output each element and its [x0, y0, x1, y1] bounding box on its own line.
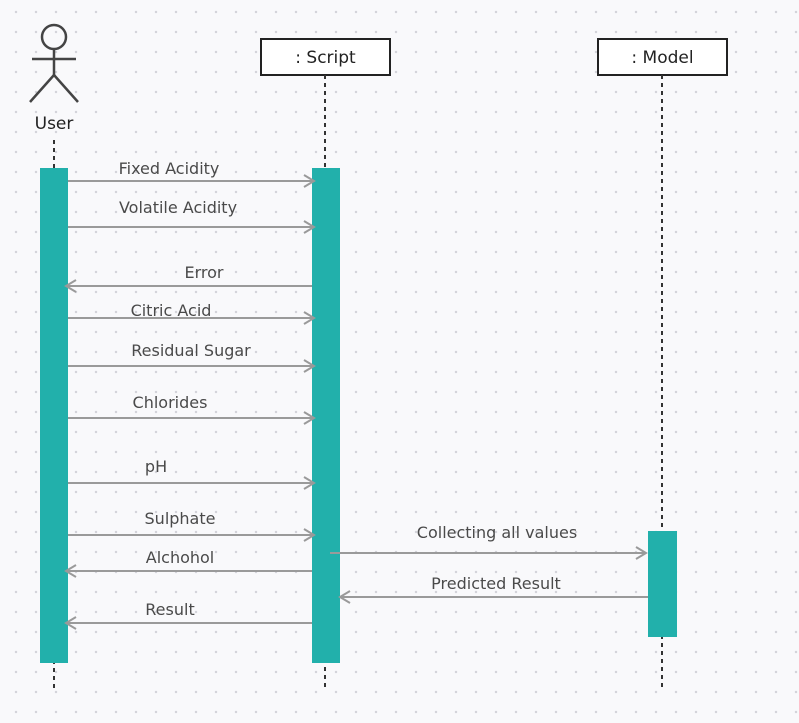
- message-volatile-acidity[interactable]: Volatile Acidity: [68, 198, 316, 234]
- message-chlorides[interactable]: Chlorides: [68, 393, 316, 425]
- actor-user-label: User: [35, 114, 74, 134]
- message-fixed-acidity[interactable]: Fixed Acidity: [68, 159, 316, 188]
- actor-head: [40, 23, 68, 51]
- message-label: pH: [145, 457, 167, 476]
- message-label: Chlorides: [133, 393, 208, 412]
- participant-model-label: : Model: [631, 48, 693, 68]
- message-label: Alchohol: [146, 548, 215, 567]
- message-error[interactable]: Error: [64, 263, 312, 293]
- message-label: Residual Sugar: [131, 341, 251, 360]
- activation-user: [40, 168, 68, 663]
- participant-script-label: : Script: [295, 48, 356, 68]
- message-predicted-result[interactable]: Predicted Result: [338, 574, 648, 604]
- message-label: Predicted Result: [431, 574, 561, 593]
- participant-script-box: [260, 38, 391, 76]
- actor-leg-left: [29, 74, 55, 103]
- participant-model-box: [597, 38, 728, 76]
- message-alchohol[interactable]: Alchohol: [64, 548, 312, 578]
- message-label: Citric Acid: [131, 301, 212, 320]
- message-label: Fixed Acidity: [119, 159, 220, 178]
- message-label: Volatile Acidity: [119, 198, 237, 217]
- message-label: Error: [185, 263, 224, 282]
- message-citric-acid[interactable]: Citric Acid: [68, 301, 316, 325]
- message-ph[interactable]: pH: [68, 457, 316, 490]
- actor-user[interactable]: User: [29, 23, 79, 134]
- message-sulphate[interactable]: Sulphate: [68, 509, 316, 542]
- participant-script[interactable]: : Script: [260, 38, 391, 76]
- message-result[interactable]: Result: [64, 600, 312, 630]
- activation-script: [312, 168, 340, 663]
- activation-model: [648, 531, 677, 637]
- actor-leg-right: [53, 74, 79, 103]
- message-collecting-all-values[interactable]: Collecting all values: [330, 523, 648, 560]
- messages: Fixed Acidity Volatile Acidity Error Cit…: [64, 159, 648, 630]
- message-residual-sugar[interactable]: Residual Sugar: [68, 341, 316, 373]
- message-label: Result: [145, 600, 194, 619]
- participant-model[interactable]: : Model: [597, 38, 728, 76]
- message-label: Collecting all values: [417, 523, 577, 542]
- message-label: Sulphate: [145, 509, 216, 528]
